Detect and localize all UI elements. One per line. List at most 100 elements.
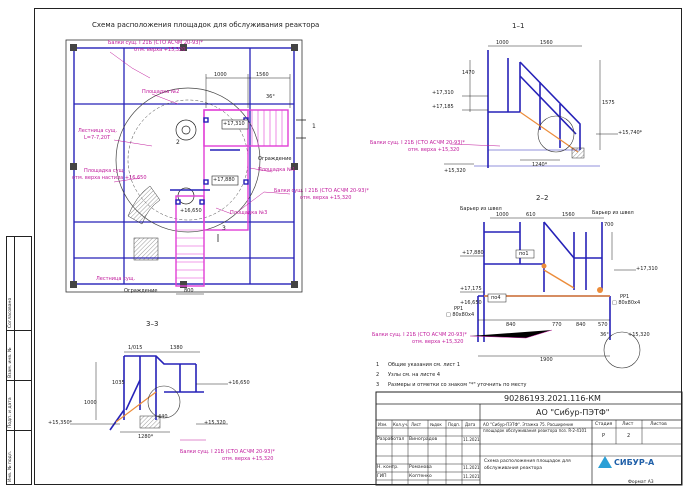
- drawing-main-title: Схема расположения площадок для обслужив…: [92, 21, 320, 29]
- note-1-text: Общие указания см. лист 1: [388, 362, 461, 368]
- left-strip-divider-3: [6, 380, 32, 381]
- plan-ladder-exist: Лестница сущ.: [78, 128, 118, 134]
- plan-platform-1: Площадка №1: [258, 167, 296, 173]
- stamp-logo: СИБУР-А: [614, 458, 655, 467]
- plan-dim-800: 800: [184, 288, 194, 294]
- plan-section-1: 1: [312, 123, 316, 130]
- v2-angle-36: 36°: [600, 332, 609, 338]
- stamp-col-list: Лист: [411, 422, 422, 427]
- left-strip-divider-2: [6, 330, 32, 331]
- plan-platform-exist: Площадка сущ.: [84, 168, 125, 174]
- v1-beam-label-b: отм. верха +15,320: [408, 147, 460, 153]
- v2-dim-840b: 840: [576, 322, 586, 328]
- v2-mark-17310: +17,310: [636, 266, 658, 272]
- view-3-3-title: 3–3: [146, 320, 159, 328]
- v2-dim-700: 700: [604, 222, 614, 228]
- v3-dim-1280: 1280*: [138, 434, 154, 440]
- plan-beam-label-2b: отм. верха +15,320: [300, 195, 352, 201]
- v2-pp1-b: РР1: [620, 294, 630, 300]
- v1-dim-1575: 1575: [602, 100, 615, 106]
- v3-mark-15350: +15,350*: [48, 420, 73, 426]
- v3-dim-1035: 1035: [112, 380, 125, 386]
- v2-dim-570: 570: [598, 322, 608, 328]
- v1-dim-1000: 1000: [496, 40, 509, 46]
- stamp-n-kontr: Н. контр.: [377, 465, 399, 470]
- v2-fence-label-2: Барьер из швел: [592, 210, 634, 216]
- v2-dim-610: 610: [526, 212, 536, 218]
- stamp-gip: ГИП: [377, 474, 387, 479]
- v1-mark-17185: +17,185: [432, 104, 454, 110]
- view-2-2-title: 2–2: [536, 194, 549, 202]
- plan-mark-16650: +16,650: [180, 208, 202, 214]
- v2-mark-17880: +17,880: [462, 250, 484, 256]
- v3-mark-15320: +15,320: [204, 420, 226, 426]
- left-strip: [6, 236, 32, 485]
- v3-beam-label-b: отм. верха +15,320: [222, 456, 274, 462]
- stamp-doc-code: 90286193.2021.116-КМ: [504, 394, 601, 403]
- left-strip-divider-1: [14, 236, 15, 485]
- stamp-razrab-name: Виноградов: [409, 437, 438, 442]
- stamp-col-kol: Кол.уч.: [393, 422, 409, 427]
- plan-platform-3: Площадка №3: [230, 210, 268, 216]
- stamp-date-2: 11.2021: [463, 465, 480, 470]
- v2-pp1-a: РР1: [454, 306, 464, 312]
- v3-dim-1000: 1000: [84, 400, 97, 406]
- left-strip-divider-4: [6, 430, 32, 431]
- v2-dim-770: 770: [552, 322, 562, 328]
- v2-mark-16650: +16,650: [460, 300, 482, 306]
- drawing-frame: [34, 8, 682, 485]
- plan-fence-2: Ограждение: [124, 288, 158, 294]
- plan-section-3: 3: [222, 225, 226, 232]
- v3-dim-1015: 1/015: [128, 345, 143, 351]
- stamp-gip-name: Коптенко: [409, 474, 432, 479]
- note-2-num: 2: [376, 372, 380, 378]
- stamp-stage-header: Стадия: [595, 422, 613, 427]
- plan-section-2: 2: [176, 139, 180, 146]
- plan-dim-1000: 1000: [214, 72, 227, 78]
- v2-mark-17175: +17,175: [460, 286, 482, 292]
- v2-dim-840a: 840: [506, 322, 516, 328]
- v2-beam-label-b: отм. верха +15,320: [412, 339, 464, 345]
- stamp-sheet-header: Лист: [622, 422, 634, 427]
- view-3-3: [70, 351, 228, 441]
- v1-mark-15740: +15,740*: [618, 130, 643, 136]
- stamp-razrab: Разработал: [377, 437, 405, 442]
- note-3-text: Размеры и отметки со знаком "*" уточнить…: [388, 382, 527, 388]
- view-1-1-title: 1–1: [512, 22, 525, 30]
- view-2-2: [460, 217, 641, 369]
- plan-view: [65, 39, 306, 295]
- v3-dim-440: 440: [158, 414, 168, 420]
- v2-po1: по1: [519, 251, 529, 257]
- stamp-project: АО "Сибур-ПЭТФ". Этажка 75. Расширение п…: [483, 422, 587, 433]
- plan-mark-17310: +17,310: [223, 121, 245, 127]
- plan-beam-label-2: Балки сущ. I 21Б (СТО АСЧМ 20-93)*: [274, 188, 369, 194]
- v3-dim-1380: 1380: [170, 345, 183, 351]
- stamp-col-data: Дата: [465, 422, 476, 427]
- v1-mark-17310: +17,310: [432, 90, 454, 96]
- plan-ladder-exist-2: Лестница сущ.: [96, 276, 136, 282]
- plan-beam-label-1b: отм. верха +15,320: [134, 47, 186, 53]
- v2-dim-1560: 1560: [562, 212, 575, 218]
- v2-pp1-b2: □ 80х80х4: [612, 300, 641, 306]
- plan-platform-exist-b: отм. верха настила +16,650: [72, 175, 147, 181]
- stamp-sheets-header: Листов: [650, 422, 667, 427]
- v3-beam-label: Балки сущ. I 21Б (СТО АСЧМ 20-93)*: [180, 449, 275, 455]
- view-1-1: [444, 45, 618, 168]
- stamp-company: АО "Сибур-ПЭТФ": [536, 408, 610, 417]
- plan-ladder-exist-b: L=7-7,20Т: [84, 135, 111, 141]
- plan-dim-1560: 1560: [256, 72, 269, 78]
- v2-beam-label: Балки сущ. I 21Б (СТО АСЧМ 20-93)*: [372, 332, 467, 338]
- stamp-date-3: 11.2021: [463, 474, 480, 479]
- stamp-stage: Р: [602, 433, 606, 439]
- plan-fence: Ограждение: [258, 156, 292, 162]
- v2-dim-1900: 1900: [540, 357, 553, 363]
- stamp-col-izm: Изм.: [378, 422, 388, 427]
- plan-platform-2: Площадка №2: [142, 89, 180, 95]
- title-block: [375, 391, 683, 486]
- plan-beam-label-1: Балки сущ. I 21Б (СТО АСЧМ 20-93)*: [108, 40, 203, 46]
- stamp-format: Формат A3: [628, 480, 654, 485]
- stamp-col-ndoc: №док: [430, 422, 442, 427]
- v2-fence-label: Барьер из швел: [460, 206, 502, 212]
- v1-beam-label: Балки сущ. I 21Б (СТО АСЧМ 20-93)*: [370, 140, 465, 146]
